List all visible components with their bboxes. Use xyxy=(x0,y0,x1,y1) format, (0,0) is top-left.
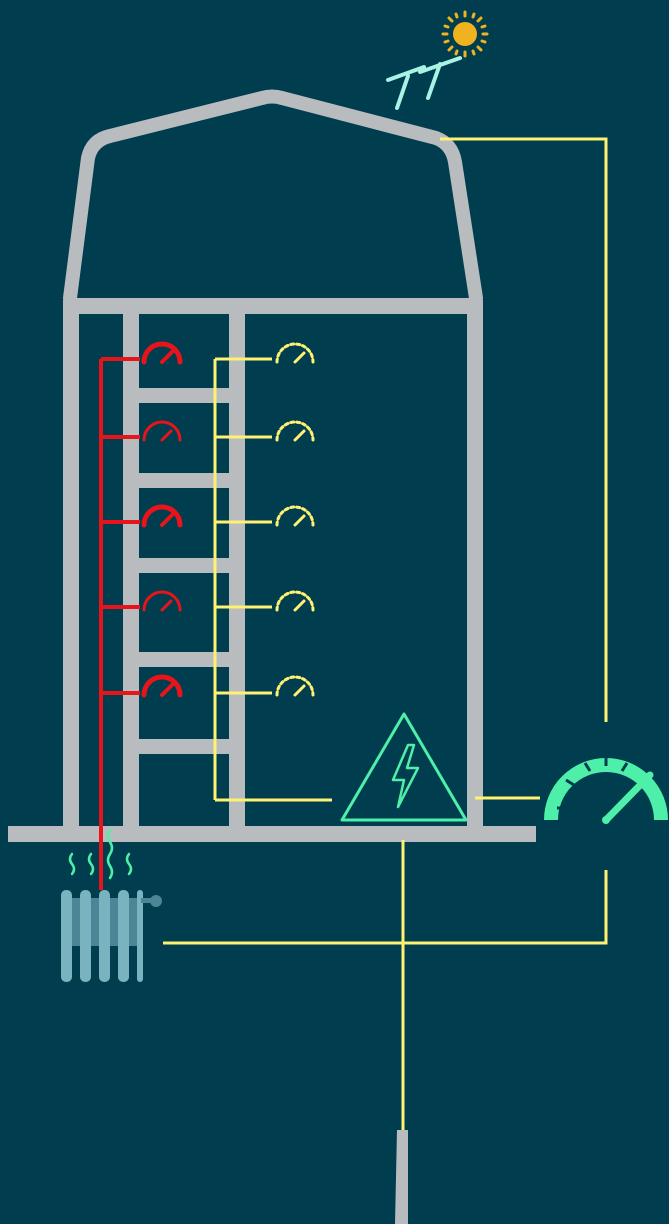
sun-icon xyxy=(441,10,489,58)
heat-wave-icon xyxy=(68,828,133,880)
heat-meter-icon xyxy=(142,420,182,442)
floor-slab xyxy=(131,473,237,488)
heat-distribution-lines xyxy=(99,357,140,890)
floor-slab xyxy=(131,652,237,667)
ground-slab xyxy=(8,826,536,842)
floor-slab xyxy=(131,739,237,754)
speedometer-icon xyxy=(544,757,668,824)
electric-meter-icon xyxy=(275,342,315,364)
meter-to-radiator-line xyxy=(163,870,608,945)
heat-meters xyxy=(141,341,183,698)
floor-slab xyxy=(131,558,237,573)
building-structure xyxy=(63,89,483,828)
roof xyxy=(63,89,483,305)
heat-meter-icon xyxy=(141,341,183,365)
electric-meter-icon xyxy=(275,590,315,612)
floor-slabs xyxy=(8,388,536,842)
electric-meter-icon xyxy=(275,420,315,442)
electric-meter-icon xyxy=(275,675,315,697)
floor-slab xyxy=(131,388,237,403)
electric-meters xyxy=(275,342,315,697)
high-voltage-warning-icon xyxy=(340,712,468,822)
power-distribution-lines xyxy=(163,137,608,1140)
heat-meter-icon xyxy=(141,674,183,698)
solar-feed-line xyxy=(440,137,608,722)
ground-rod-icon xyxy=(395,1130,408,1224)
heat-meter-icon xyxy=(141,504,183,528)
heat-meter-icon xyxy=(142,590,182,612)
radiator-icon xyxy=(61,890,162,982)
solar-panel-icon xyxy=(386,56,462,110)
electric-meter-icon xyxy=(275,505,315,527)
